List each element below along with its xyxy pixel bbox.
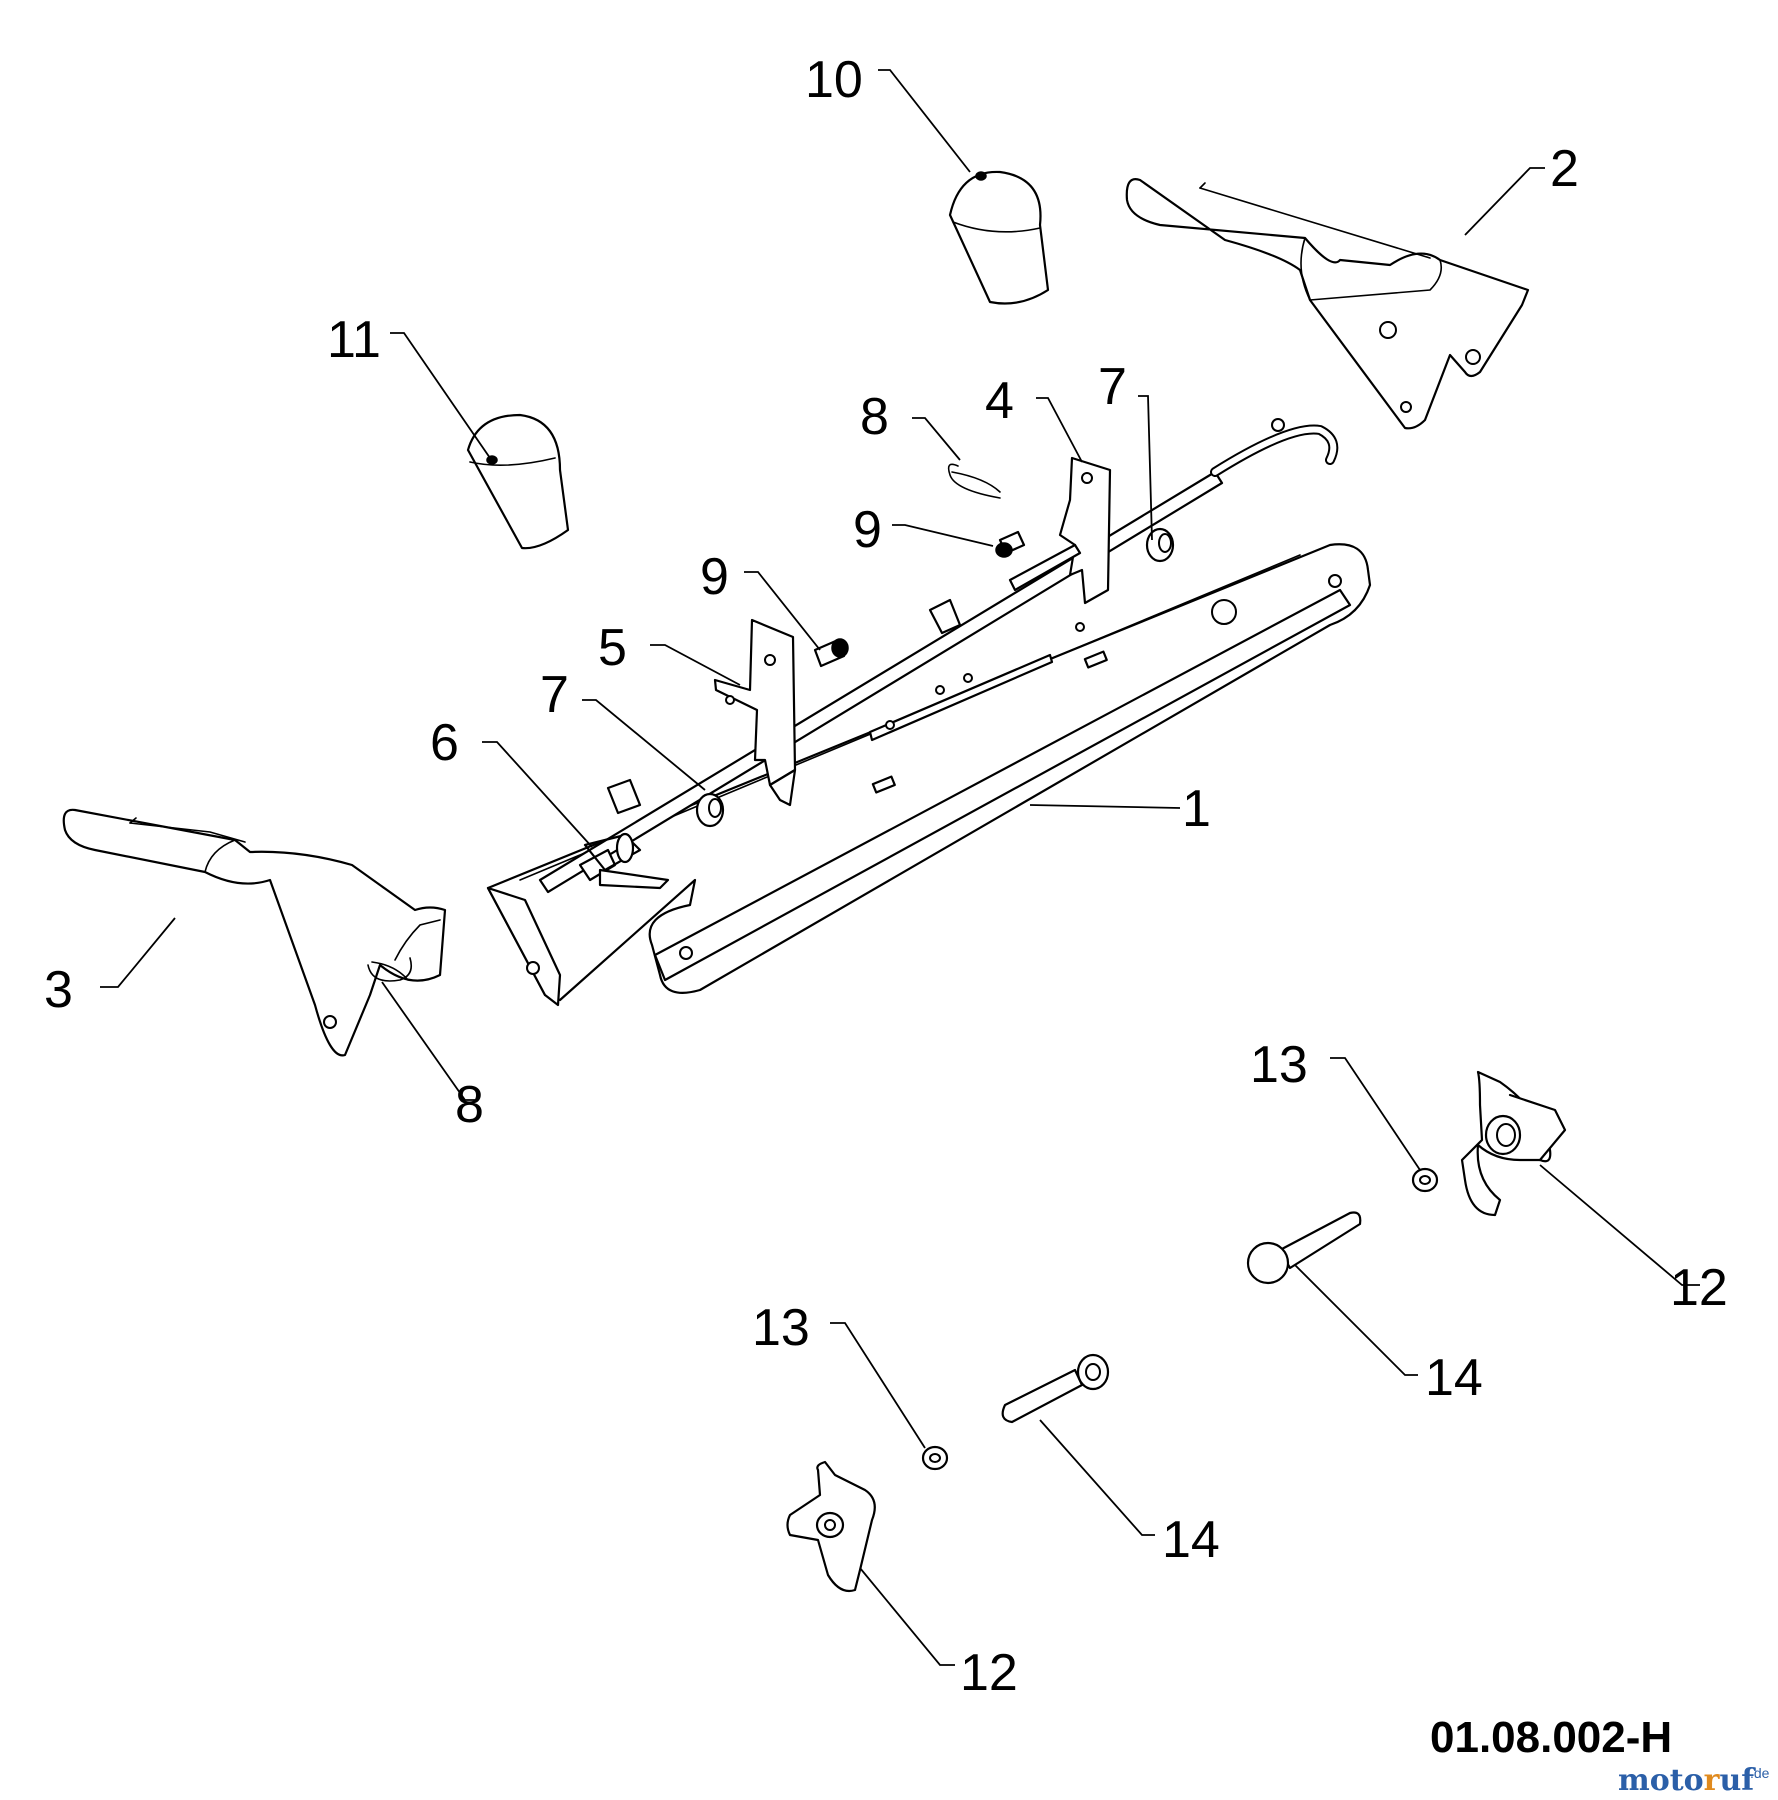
part-14-bolt-left (1001, 1353, 1110, 1424)
part-1-frame (486, 543, 1372, 1007)
watermark-logo: motoruf .de (1618, 1763, 1770, 1798)
rod-tab-center (928, 598, 962, 635)
callout-9-upper: 9 (853, 501, 882, 559)
callout-1: 1 (1182, 780, 1211, 838)
callout-9-lower: 9 (700, 548, 729, 606)
part-9-bolt-lower (813, 638, 849, 668)
part-10-knob (948, 170, 1050, 305)
callout-13-left: 13 (752, 1299, 810, 1357)
callout-8-upper: 8 (860, 388, 889, 446)
part-6-pivot-link (578, 832, 670, 890)
part-5-bracket (713, 618, 797, 807)
callout-14-right: 14 (1425, 1349, 1483, 1407)
callout-12-right: 12 (1670, 1259, 1728, 1317)
rod-tab-left (606, 778, 642, 815)
callout-8-lower: 8 (455, 1076, 484, 1134)
svg-text:.de: .de (1750, 1765, 1770, 1781)
svg-text:motoruf: motoruf (1618, 1763, 1756, 1798)
part-7-spacer-right (1145, 527, 1175, 563)
callout-7-right: 7 (1098, 358, 1127, 416)
part-11-knob (466, 413, 570, 550)
part-8-clip-lower (367, 957, 413, 982)
callout-4: 4 (985, 372, 1014, 430)
callout-10: 10 (805, 51, 863, 109)
part-8-clip-upper (947, 463, 1001, 499)
callout-5: 5 (598, 619, 627, 677)
callout-13-right: 13 (1250, 1036, 1308, 1094)
part-14-bolt-right (1246, 1211, 1362, 1285)
callout-7-left: 7 (540, 666, 569, 724)
part-12-star-knob-left (786, 1460, 876, 1593)
callouts: 1 2 3 4 5 6 7 7 8 8 9 9 10 11 12 12 13 1… (44, 51, 1728, 1702)
callout-12-left: 12 (960, 1644, 1018, 1702)
part-7-spacer-left (695, 792, 725, 828)
part-4-bracket (1008, 456, 1112, 605)
drawing-number: 01.08.002-H (1430, 1713, 1672, 1762)
callout-6: 6 (430, 714, 459, 772)
control-rod (538, 418, 1339, 894)
callout-14-left: 14 (1162, 1511, 1220, 1569)
part-2-handle-right (1125, 178, 1530, 430)
callout-3: 3 (44, 961, 73, 1019)
callout-2: 2 (1550, 140, 1579, 198)
part-13-washer-right (1411, 1167, 1439, 1193)
part-13-washer-left (921, 1445, 949, 1471)
part-3-handle-left (62, 808, 447, 1057)
part-9-bolt-upper (995, 530, 1026, 558)
leader-lines (100, 69, 1700, 1666)
part-12-star-knob-right (1460, 1070, 1567, 1217)
callout-11: 11 (327, 311, 381, 369)
